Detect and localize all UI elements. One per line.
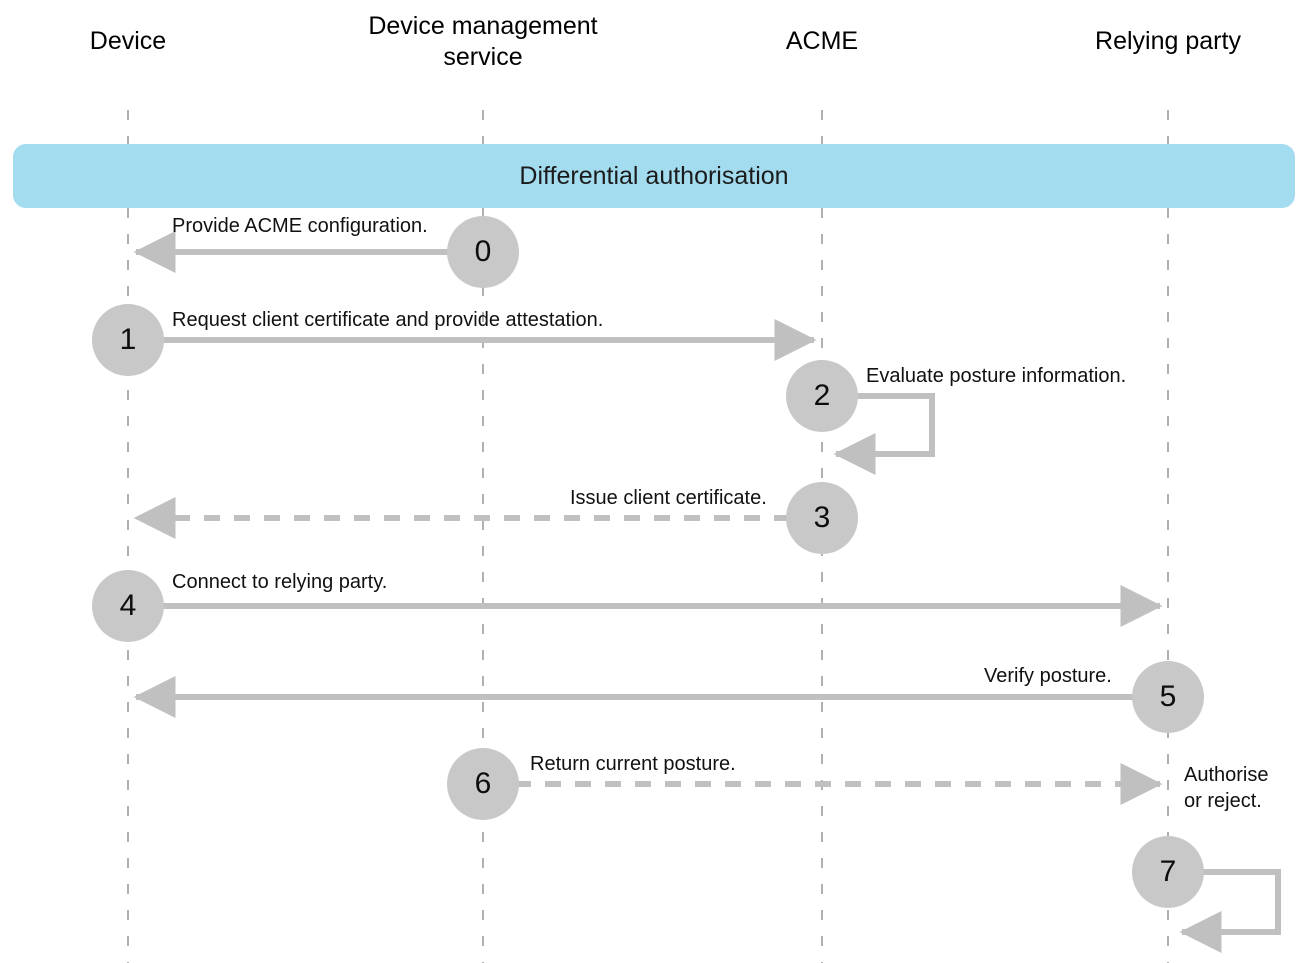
message-label-4: Connect to relying party. — [172, 571, 388, 593]
step-badge-0[interactable]: 0 — [447, 216, 519, 288]
lane-header-rp: Relying party — [1095, 27, 1241, 55]
message-label-6: Return current posture. — [530, 753, 736, 775]
message-label-0: Provide ACME configuration. — [172, 215, 428, 237]
message-label-3: Issue client certificate. — [570, 487, 767, 509]
step-badge-5[interactable]: 5 — [1132, 661, 1204, 733]
phase-banner-label: Differential authorisation — [519, 161, 789, 190]
step-badge-1[interactable]: 1 — [92, 304, 164, 376]
arrow-step-2 — [833, 393, 935, 475]
step-badge-4[interactable]: 4 — [92, 570, 164, 642]
lane-header-device: Device — [89, 27, 167, 55]
lane-header-dms: Device management service — [368, 12, 598, 71]
arrow-step-7 — [1179, 869, 1281, 953]
step-badge-2[interactable]: 2 — [786, 360, 858, 432]
note-authorise-or-reject: Authorise or reject. — [1184, 764, 1269, 812]
step-badge-3[interactable]: 3 — [786, 482, 858, 554]
message-label-2: Evaluate posture information. — [866, 365, 1127, 387]
phase-banner: Differential authorisation — [13, 144, 1295, 208]
step-badge-6[interactable]: 6 — [447, 748, 519, 820]
step-badge-7[interactable]: 7 — [1132, 836, 1204, 908]
message-label-1: Request client certificate and provide a… — [172, 309, 604, 331]
message-label-5: Verify posture. — [984, 665, 1112, 687]
lane-header-acme: ACME — [785, 27, 859, 55]
arrows-group — [133, 231, 1281, 953]
